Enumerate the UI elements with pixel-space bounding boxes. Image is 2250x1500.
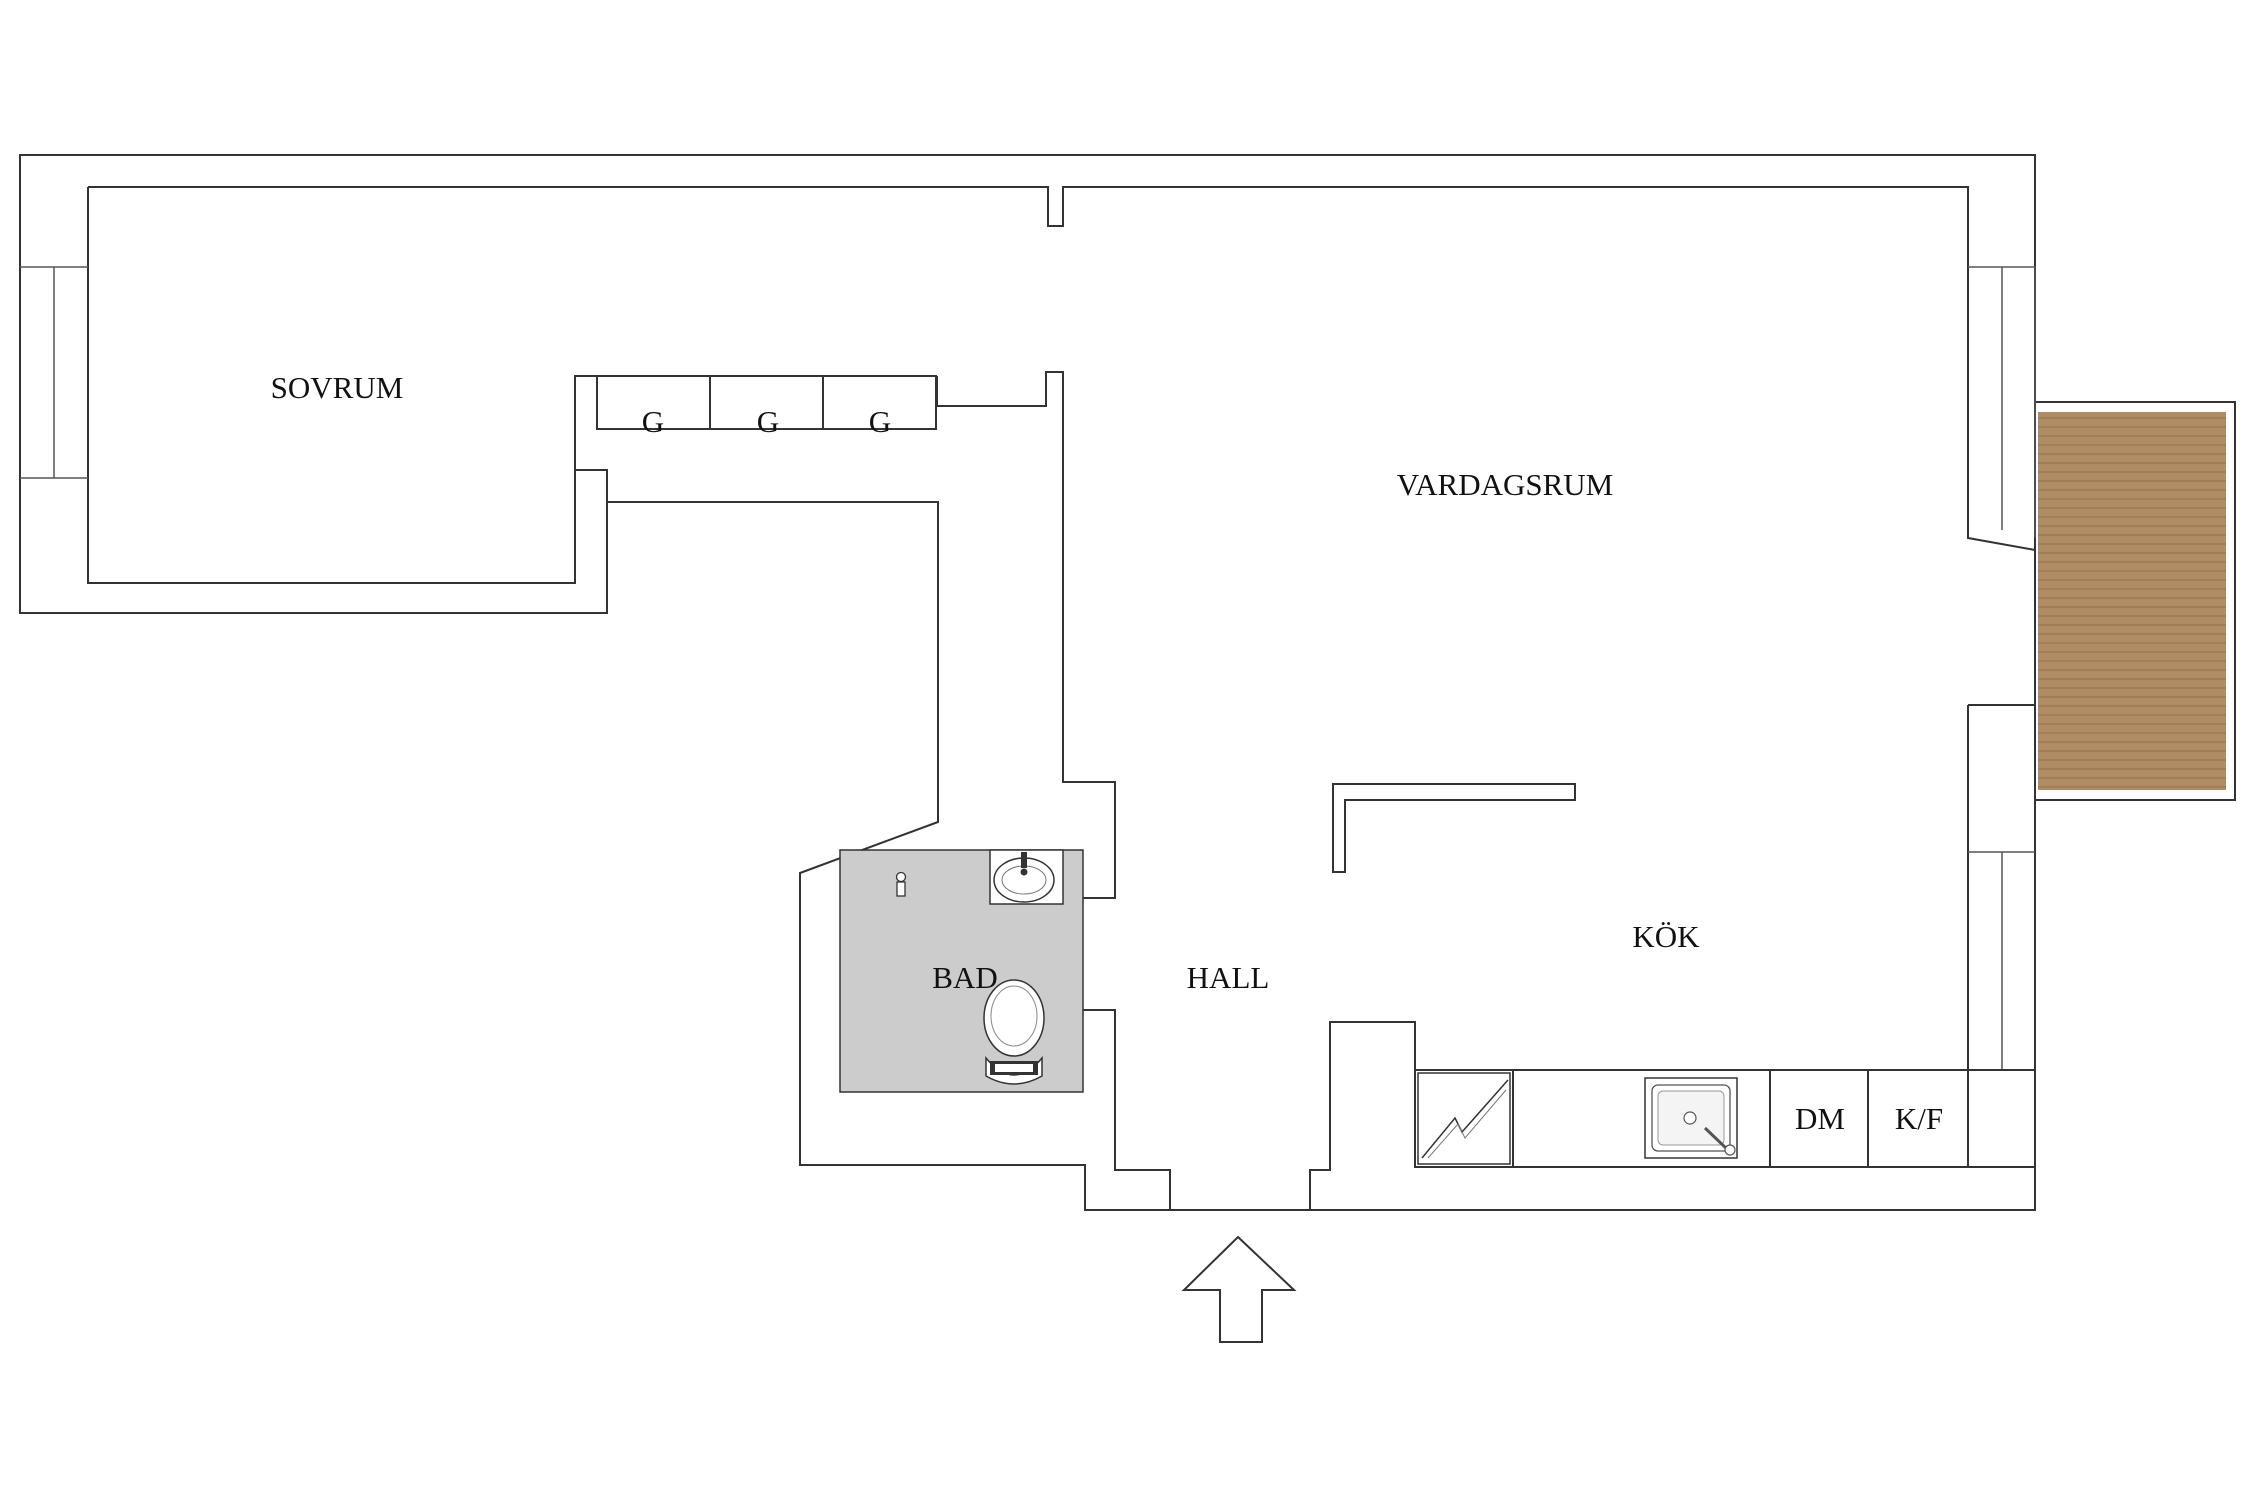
walls bbox=[19, 154, 2036, 1211]
room-label-hall: HALL bbox=[1187, 960, 1270, 995]
wardrobes: G G G bbox=[596, 375, 937, 439]
bathroom bbox=[839, 849, 1084, 1093]
wardrobe-label: G bbox=[869, 404, 891, 439]
sink-icon bbox=[1644, 1077, 1738, 1159]
washbasin-icon bbox=[989, 849, 1064, 905]
stove-icon bbox=[1417, 1072, 1511, 1165]
toilet-icon bbox=[983, 979, 1045, 1085]
entrance-arrow-icon bbox=[1181, 1235, 1297, 1343]
faucet-icon bbox=[895, 871, 907, 897]
wardrobe-label: G bbox=[642, 404, 664, 439]
wardrobe-label: G bbox=[757, 404, 779, 439]
balcony-deck bbox=[2038, 412, 2226, 790]
kitchen-counter: DM K/F bbox=[1414, 1069, 2036, 1168]
fridge-freezer-label: K/F bbox=[1895, 1101, 1943, 1136]
room-label-vardagsrum: VARDAGSRUM bbox=[1397, 467, 1614, 502]
dishwasher-label: DM bbox=[1795, 1101, 1845, 1136]
room-label-sovrum: SOVRUM bbox=[271, 370, 404, 405]
balcony bbox=[2034, 401, 2236, 801]
room-label-bad: BAD bbox=[932, 960, 997, 995]
room-label-kok: KÖK bbox=[1632, 919, 1700, 954]
